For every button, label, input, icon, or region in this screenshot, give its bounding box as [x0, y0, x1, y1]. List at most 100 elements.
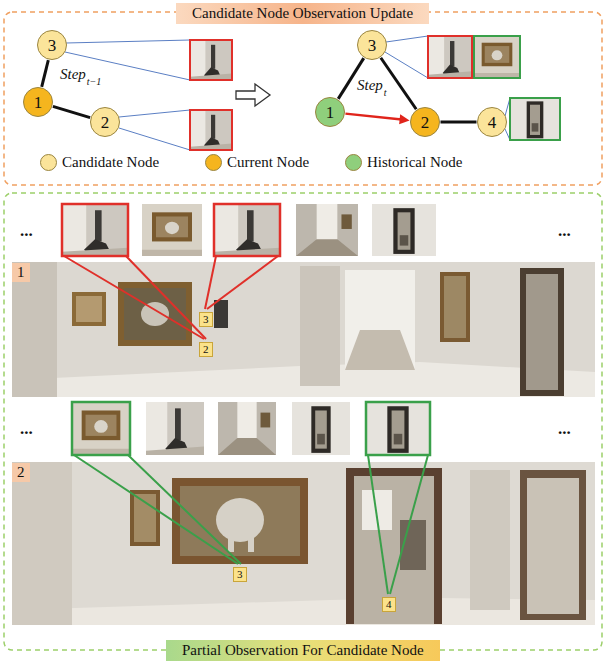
node-number: 3 [368, 37, 377, 54]
illustration-part [180, 486, 300, 556]
callout-number: 4 [382, 597, 396, 612]
graph-node: 3 [37, 30, 67, 60]
illustration-part [66, 40, 190, 43]
illustration-part [300, 266, 340, 386]
illustration-part [128, 455, 241, 564]
graph-node: 1 [315, 97, 345, 127]
thumb-frame [428, 36, 472, 78]
illustration-part [345, 270, 415, 370]
illustration-part [228, 536, 234, 552]
illustration-part [345, 330, 415, 370]
view-thumbnail [292, 402, 350, 455]
legend-swatch [345, 154, 362, 171]
illustration-part [354, 476, 434, 624]
graph-node: 1 [23, 87, 53, 117]
graph-edge [53, 106, 90, 117]
node-number: 1 [326, 104, 335, 121]
thumb-frame [190, 110, 232, 150]
illustration-part [368, 455, 388, 594]
legend-text: Historical Node [367, 155, 462, 170]
step-label: Step [357, 78, 383, 93]
view-thumbnail [366, 402, 430, 455]
illustration-part [527, 478, 579, 614]
illustration-part [520, 470, 586, 620]
illustration-part [526, 274, 558, 390]
illustration-part [12, 462, 72, 625]
panel-outline [4, 193, 602, 650]
illustration-part [12, 262, 57, 397]
leader-line [64, 256, 278, 339]
view-thumbnail [372, 204, 436, 256]
view-thumbnail [296, 204, 358, 256]
legend-text: Current Node [227, 155, 309, 170]
highlight-frame [62, 204, 128, 256]
illustration-part [207, 256, 278, 309]
panorama [12, 462, 595, 625]
step-subscript: t−1 [87, 77, 102, 87]
panel-outline [4, 12, 602, 185]
view-thumbnail [474, 36, 520, 78]
node-number: 3 [48, 37, 57, 54]
view-thumbnail [190, 40, 232, 80]
node-number: 2 [421, 114, 430, 131]
graph-node: 2 [410, 107, 440, 137]
observation-line [65, 36, 510, 150]
ellipsis: ... [20, 222, 33, 239]
view-thumbnail [218, 402, 276, 455]
node-number: 1 [34, 94, 43, 111]
leader-line [74, 455, 428, 594]
highlight-frame [366, 402, 430, 455]
legend-swatch [205, 154, 222, 171]
illustration-part [390, 455, 428, 594]
panorama-number: 1 [12, 263, 30, 282]
view-thumbnail [190, 110, 232, 150]
graph-edge [381, 58, 416, 109]
panorama-number: 2 [12, 463, 30, 482]
view-thumbnail [214, 204, 280, 256]
illustration-part [12, 262, 595, 397]
illustration-part [124, 288, 186, 340]
ellipsis: ... [558, 420, 571, 437]
graph-edge [42, 60, 49, 87]
title-bar: Candidate Node Observation Update [176, 3, 429, 24]
illustration-part [72, 292, 106, 326]
illustration-part [214, 300, 228, 328]
graph-node: 4 [477, 107, 507, 137]
illustration-part [126, 256, 206, 339]
node-number: 4 [488, 114, 497, 131]
node-number: 2 [101, 114, 110, 131]
illustration-part [119, 128, 190, 150]
graph-node: 2 [90, 107, 120, 137]
illustration-part [12, 462, 595, 625]
illustration-part [520, 268, 564, 396]
illustration-part [130, 490, 160, 546]
graph-edge [441, 121, 477, 124]
illustration-part [386, 36, 428, 42]
callout-number: 3 [199, 312, 213, 327]
illustration-part [444, 276, 466, 338]
graph-node: 3 [357, 30, 387, 60]
legend-text: Candidate Node [62, 155, 159, 170]
thumb-frame [474, 36, 520, 78]
illustration-part [64, 256, 204, 339]
view-thumbnail [510, 98, 560, 140]
illustration-part [216, 498, 264, 542]
view-thumbnail [142, 204, 202, 256]
ellipsis: ... [558, 222, 571, 239]
highlight-frame [72, 402, 130, 455]
illustration-part [470, 470, 510, 610]
legend-item: Historical Node [345, 154, 462, 171]
highlight-frame [214, 204, 280, 256]
graph-edge [345, 114, 401, 120]
legend-swatch [40, 154, 57, 171]
arrow-head [399, 114, 409, 124]
step-label: Step [60, 67, 86, 82]
callout-number: 2 [199, 342, 213, 357]
view-thumbnail [428, 36, 472, 78]
illustration-part [119, 110, 190, 117]
caption-bar: Partial Observation For Candidate Node [166, 640, 440, 661]
thumb-frame [190, 40, 232, 80]
